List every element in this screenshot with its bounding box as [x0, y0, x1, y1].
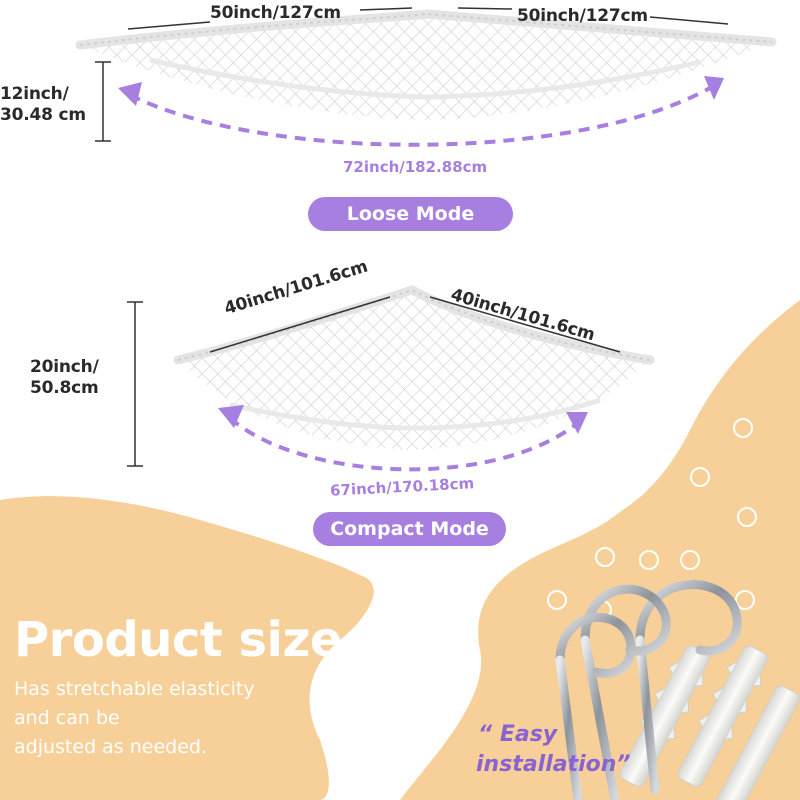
height-bracket: [95, 61, 111, 142]
dimension-line: [127, 21, 211, 30]
compact-net-image: [173, 285, 655, 450]
compact-height-line2: 50.8cm: [30, 378, 99, 398]
description-line: and can be: [14, 707, 120, 729]
peach-background-shape: [0, 496, 374, 800]
loose-height-line2: 30.48 cm: [0, 105, 86, 125]
wall-anchor-icon: [619, 645, 800, 800]
double-arrow-icon: [218, 405, 588, 472]
peach-top-shape: [560, 315, 800, 560]
loose-mode-badge: Loose Mode: [308, 197, 513, 231]
compact-mode-badge: Compact Mode: [313, 512, 506, 546]
easy-installation-line2: installation”: [476, 752, 631, 777]
height-bracket: [127, 301, 143, 467]
screw-hook-icon: [555, 580, 742, 800]
dimension-line: [457, 7, 513, 10]
loose-height-line1: 12inch/: [0, 84, 69, 104]
dimension-line: [429, 296, 621, 353]
double-arrow-icon: [118, 76, 724, 147]
dimension-line: [209, 296, 391, 353]
description-line: Has stretchable elasticity: [14, 678, 255, 700]
compact-height-line1: 20inch/: [30, 357, 99, 377]
compact-height-label: 20inch/ 50.8cm: [30, 357, 99, 399]
loose-net-image: [75, 9, 777, 120]
loose-left-length: 50inch/127cm: [210, 3, 341, 23]
dimension-line: [649, 16, 729, 25]
dimension-line: [359, 7, 413, 11]
easy-installation-line1: “ Easy: [478, 722, 558, 747]
loose-span-label: 72inch/182.88cm: [343, 158, 488, 176]
product-size-heading: Product size: [14, 612, 342, 668]
description-line: adjusted as needed.: [14, 736, 208, 758]
loose-height-label: 12inch/ 30.48 cm: [0, 84, 86, 126]
loose-right-length: 50inch/127cm: [517, 6, 648, 26]
